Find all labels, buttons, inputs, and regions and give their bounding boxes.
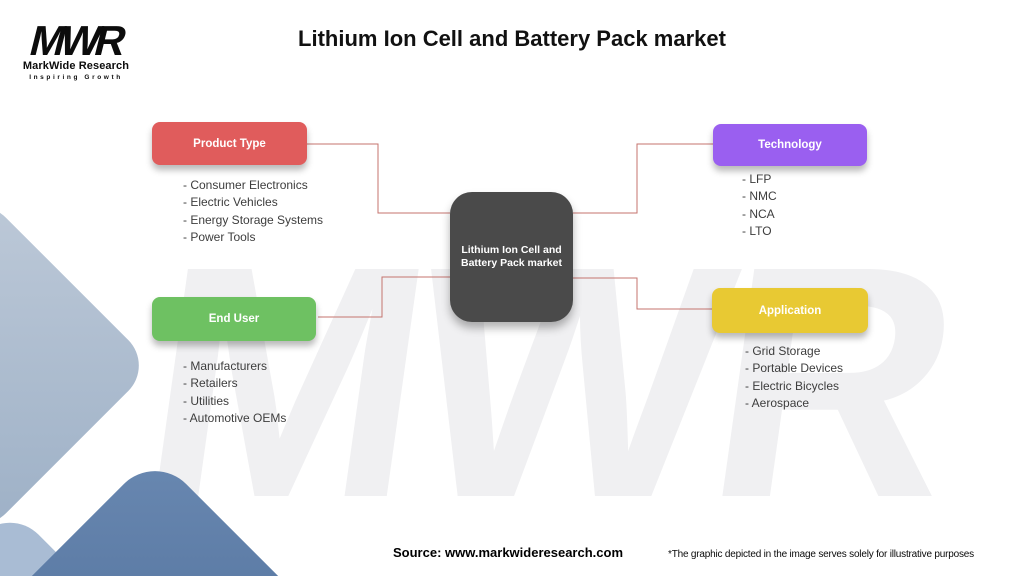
logo-company-name: MarkWide Research bbox=[22, 60, 130, 72]
list-item: - Utilities bbox=[183, 393, 230, 408]
list-item: - Electric Vehicles bbox=[183, 195, 278, 210]
list-item: - Grid Storage bbox=[745, 344, 821, 358]
list-item: - Consumer Electronics bbox=[183, 178, 308, 192]
list-item: - Automotive OEMs bbox=[183, 410, 287, 425]
item-list-technology: - LFP - NMC - NCA - LTO bbox=[742, 171, 777, 240]
list-item: - NMC bbox=[742, 189, 777, 204]
category-label-end-user: End User bbox=[208, 313, 260, 325]
list-item: - Energy Storage Systems bbox=[183, 212, 324, 227]
center-market-node: Lithium Ion Cell and Battery Pack market bbox=[450, 192, 573, 322]
category-label-application: Application bbox=[758, 304, 822, 317]
category-label-technology: Technology bbox=[758, 139, 822, 151]
category-box-end-user: End User bbox=[152, 297, 316, 341]
center-node-line1: Lithium Ion Cell and bbox=[461, 243, 562, 256]
category-box-product-type: Product Type bbox=[152, 122, 307, 165]
disclaimer-text: *The graphic depicted in the image serve… bbox=[668, 549, 974, 560]
list-item: - Manufacturers bbox=[183, 359, 268, 373]
list-item: - Aerospace bbox=[745, 395, 810, 410]
connector-technology bbox=[573, 143, 713, 214]
list-item: - LTO bbox=[742, 223, 772, 238]
page-title: Lithium Ion Cell and Battery Pack market bbox=[298, 26, 726, 51]
item-list-end-user: - Manufacturers - Retailers - Utilities … bbox=[183, 358, 286, 427]
center-node-line2: Battery Pack market bbox=[461, 257, 562, 269]
category-box-technology: Technology bbox=[713, 124, 867, 166]
list-item: - Retailers bbox=[183, 376, 238, 391]
connector-application bbox=[573, 277, 712, 310]
category-label-product-type: Product Type bbox=[193, 137, 266, 150]
list-item: - Power Tools bbox=[183, 229, 256, 244]
list-item: - Portable Devices bbox=[745, 361, 844, 376]
item-list-application: - Grid Storage - Portable Devices - Elec… bbox=[745, 343, 843, 412]
logo-tagline: Inspiring Growth bbox=[29, 74, 123, 81]
list-item: - LFP bbox=[742, 172, 772, 186]
category-box-application: Application bbox=[712, 288, 868, 333]
connector-product-type bbox=[307, 143, 450, 214]
list-item: - NCA bbox=[742, 206, 775, 221]
item-list-product-type: - Consumer Electronics - Electric Vehicl… bbox=[183, 177, 323, 246]
markwide-research-logo: MWR MarkWide Research Inspiring Growth bbox=[18, 17, 134, 81]
connector-end-user bbox=[318, 276, 450, 318]
list-item: - Electric Bicycles bbox=[745, 378, 840, 393]
source-text: Source: www.markwideresearch.com bbox=[393, 545, 624, 560]
